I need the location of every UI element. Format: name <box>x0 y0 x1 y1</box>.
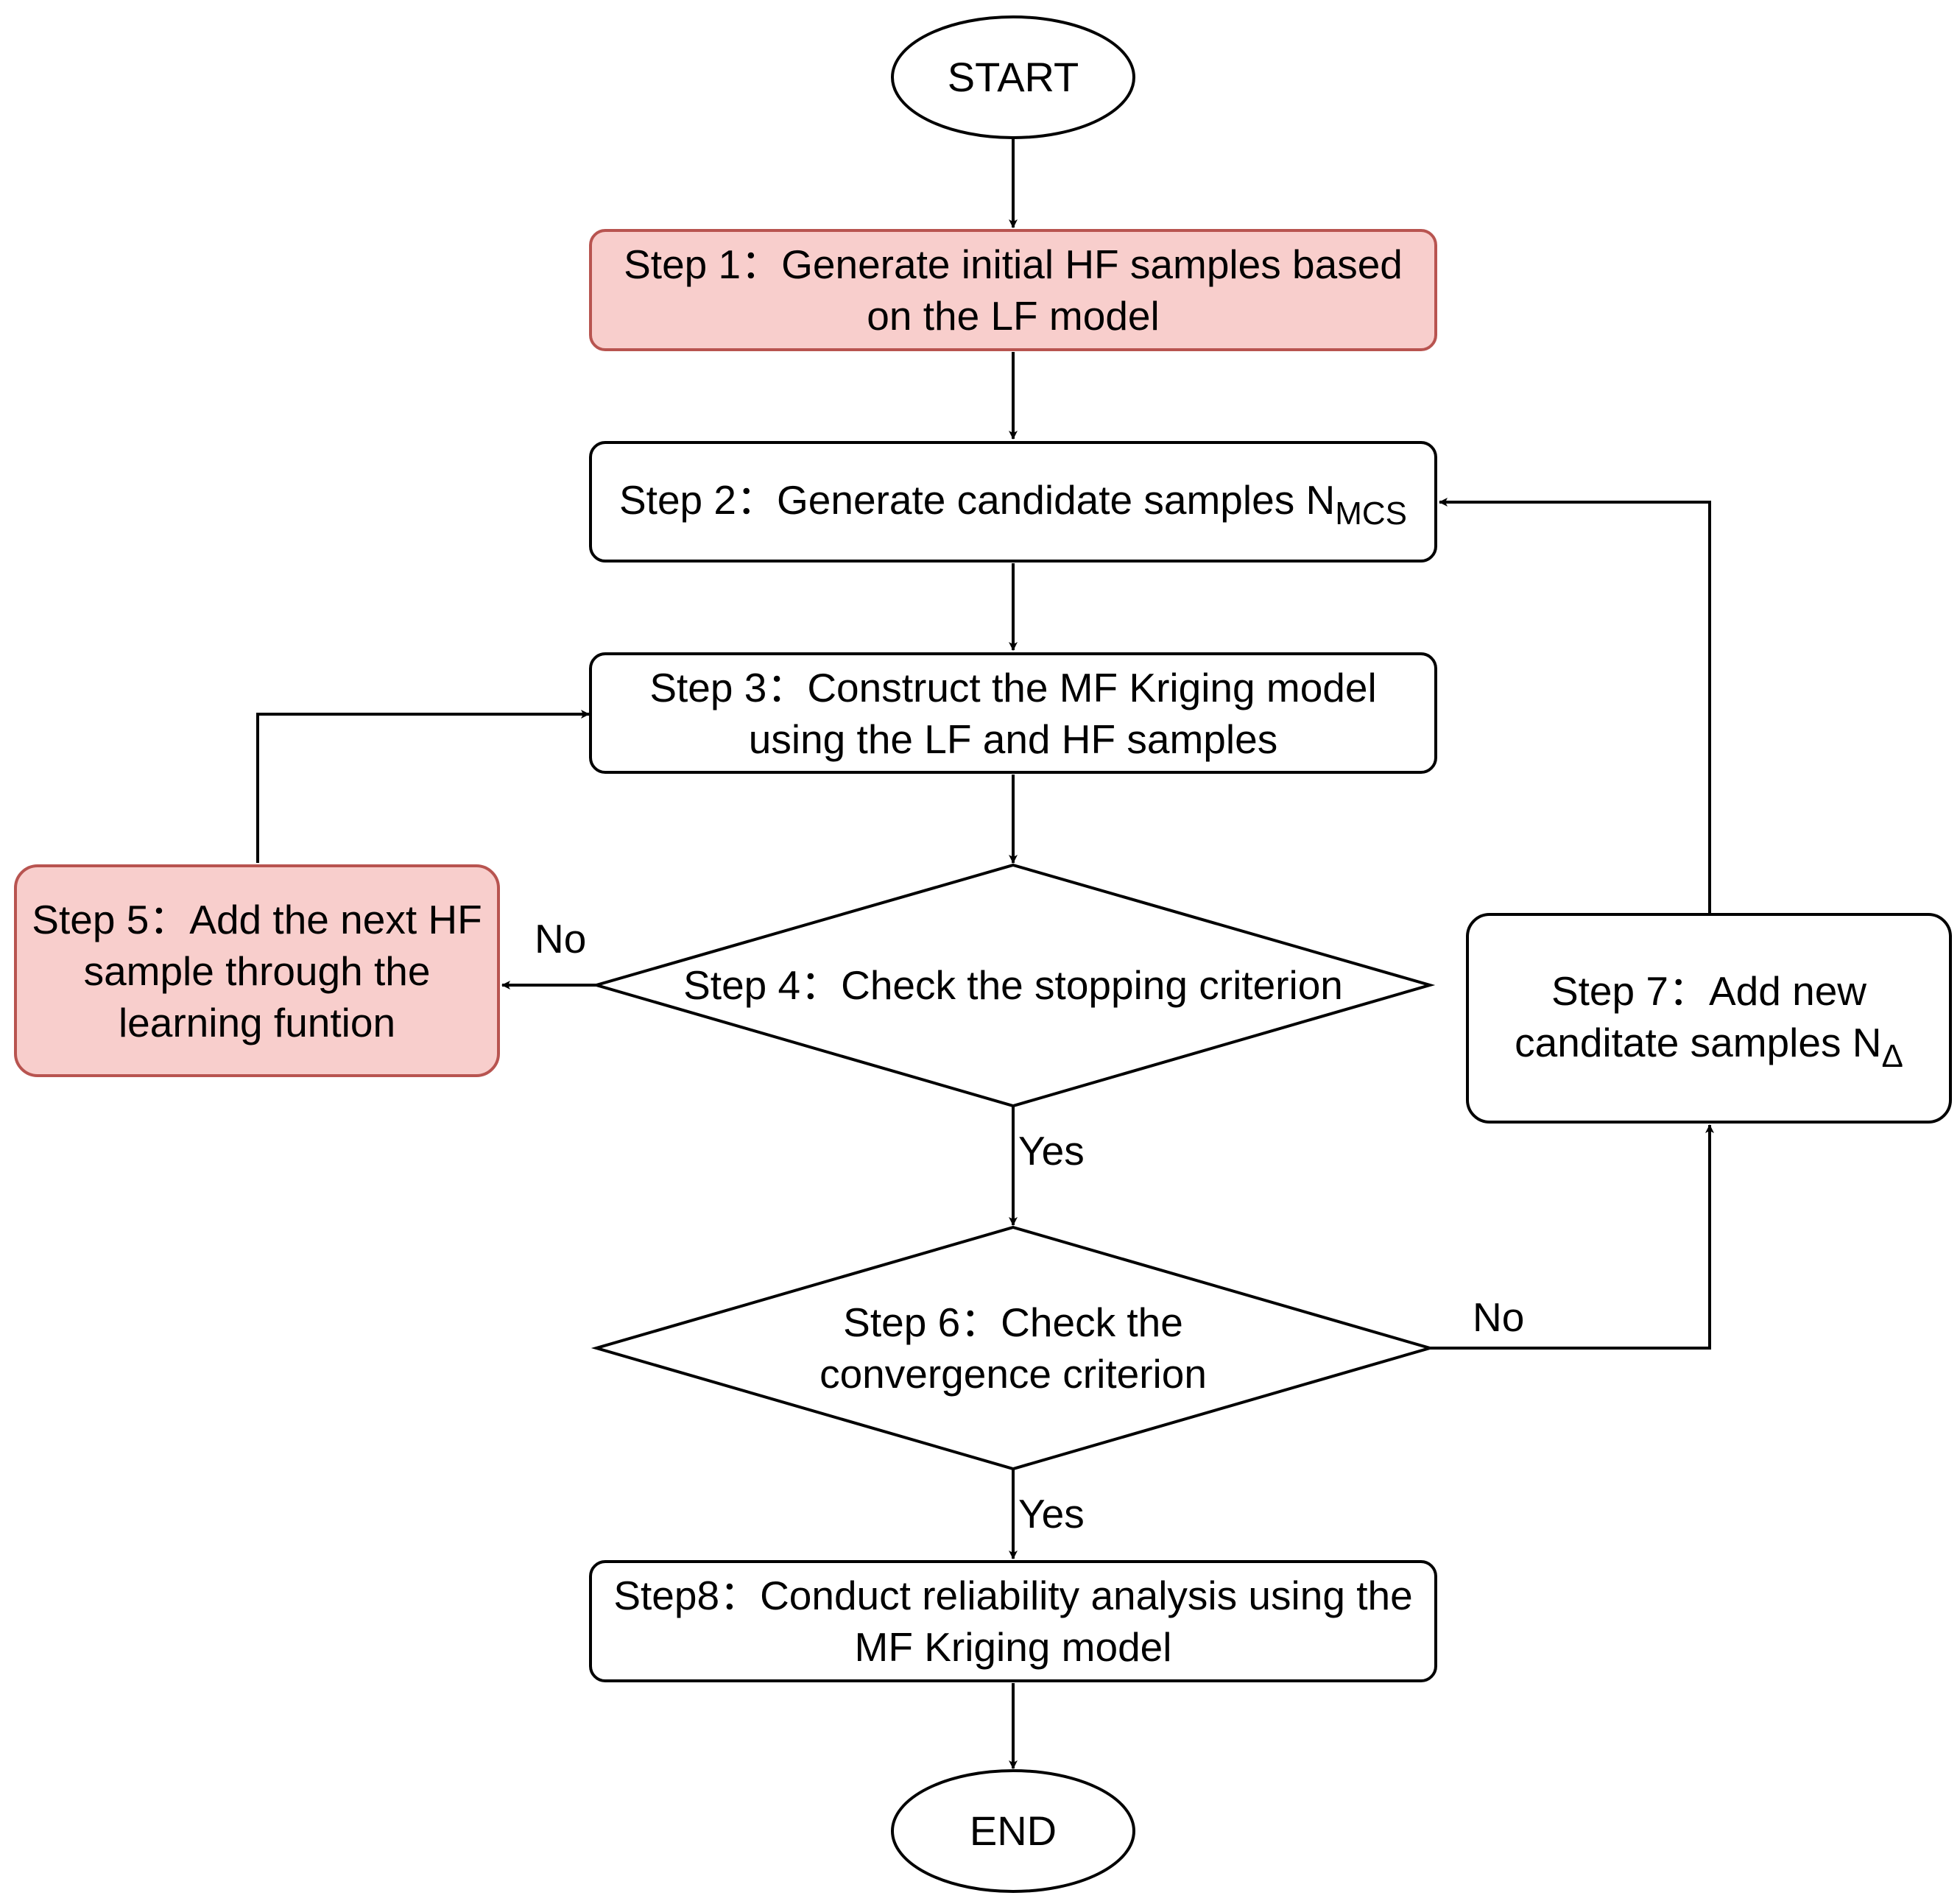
step6-decision: Step 6：Check the convergence criterion <box>707 1296 1319 1400</box>
step6-yes-label: Yes <box>1018 1491 1085 1537</box>
arrow-step5-to-step3 <box>256 710 590 863</box>
step1-line2: on the LF model <box>867 293 1160 339</box>
step6-line2: convergence criterion <box>819 1351 1207 1397</box>
step8-line1: Step8：Conduct reliability analysis using… <box>613 1573 1413 1618</box>
step8-line2: MF Kriging model <box>854 1624 1172 1670</box>
step1-box: Step 1：Generate initial HF samples based… <box>589 229 1437 351</box>
step5-box: Step 5：Add the next HF sample through th… <box>14 864 500 1077</box>
end-label: END <box>969 1807 1057 1854</box>
step7-box: Step 7：Add new canditate samples NΔ <box>1466 913 1952 1124</box>
step2-text: Step 2：Generate candidate samples N <box>618 477 1336 523</box>
step5-line3: learning funtion <box>118 999 396 1045</box>
start-terminal: START <box>892 17 1134 138</box>
step2-line: Step 2：Generate candidate samples NMCS <box>618 474 1407 532</box>
step4-decision: Step 4：Check the stopping criterion <box>648 956 1378 1015</box>
step7-subscript: Δ <box>1881 1037 1903 1074</box>
start-label: START <box>947 54 1079 100</box>
step7-line2: canditate samples N <box>1515 1019 1882 1065</box>
step8-box: Step8：Conduct reliability analysis using… <box>589 1560 1437 1682</box>
step4-text: Step 4：Check the stopping criterion <box>683 962 1343 1008</box>
step5-line1: Step 5：Add the next HF <box>32 896 482 942</box>
step7-line1: Step 7：Add new <box>1551 967 1867 1014</box>
step4-no-label: No <box>535 916 587 962</box>
step5-line2: sample through the <box>83 948 431 994</box>
arrow-step6-no-to-step7 <box>1430 1124 1714 1350</box>
step2-box: Step 2：Generate candidate samples NMCS <box>589 441 1437 562</box>
step6-line1: Step 6：Check the <box>843 1299 1183 1345</box>
step3-line1: Step 3：Construct the MF Kriging model <box>649 664 1377 710</box>
step2-subscript: MCS <box>1335 495 1407 532</box>
arrow-step7-to-step2 <box>1439 498 1711 913</box>
end-terminal-shape <box>891 1769 1135 1893</box>
step1-line1: Step 1：Generate initial HF samples based <box>624 241 1403 287</box>
step6-no-label: No <box>1473 1294 1525 1340</box>
step3-line2: using the LF and HF samples <box>748 716 1278 762</box>
step7-line2-wrap: canditate samples NΔ <box>1515 1017 1903 1074</box>
end-terminal: END <box>892 1771 1134 1891</box>
step3-box: Step 3：Construct the MF Kriging model us… <box>589 652 1437 774</box>
step4-yes-label: Yes <box>1018 1128 1085 1174</box>
